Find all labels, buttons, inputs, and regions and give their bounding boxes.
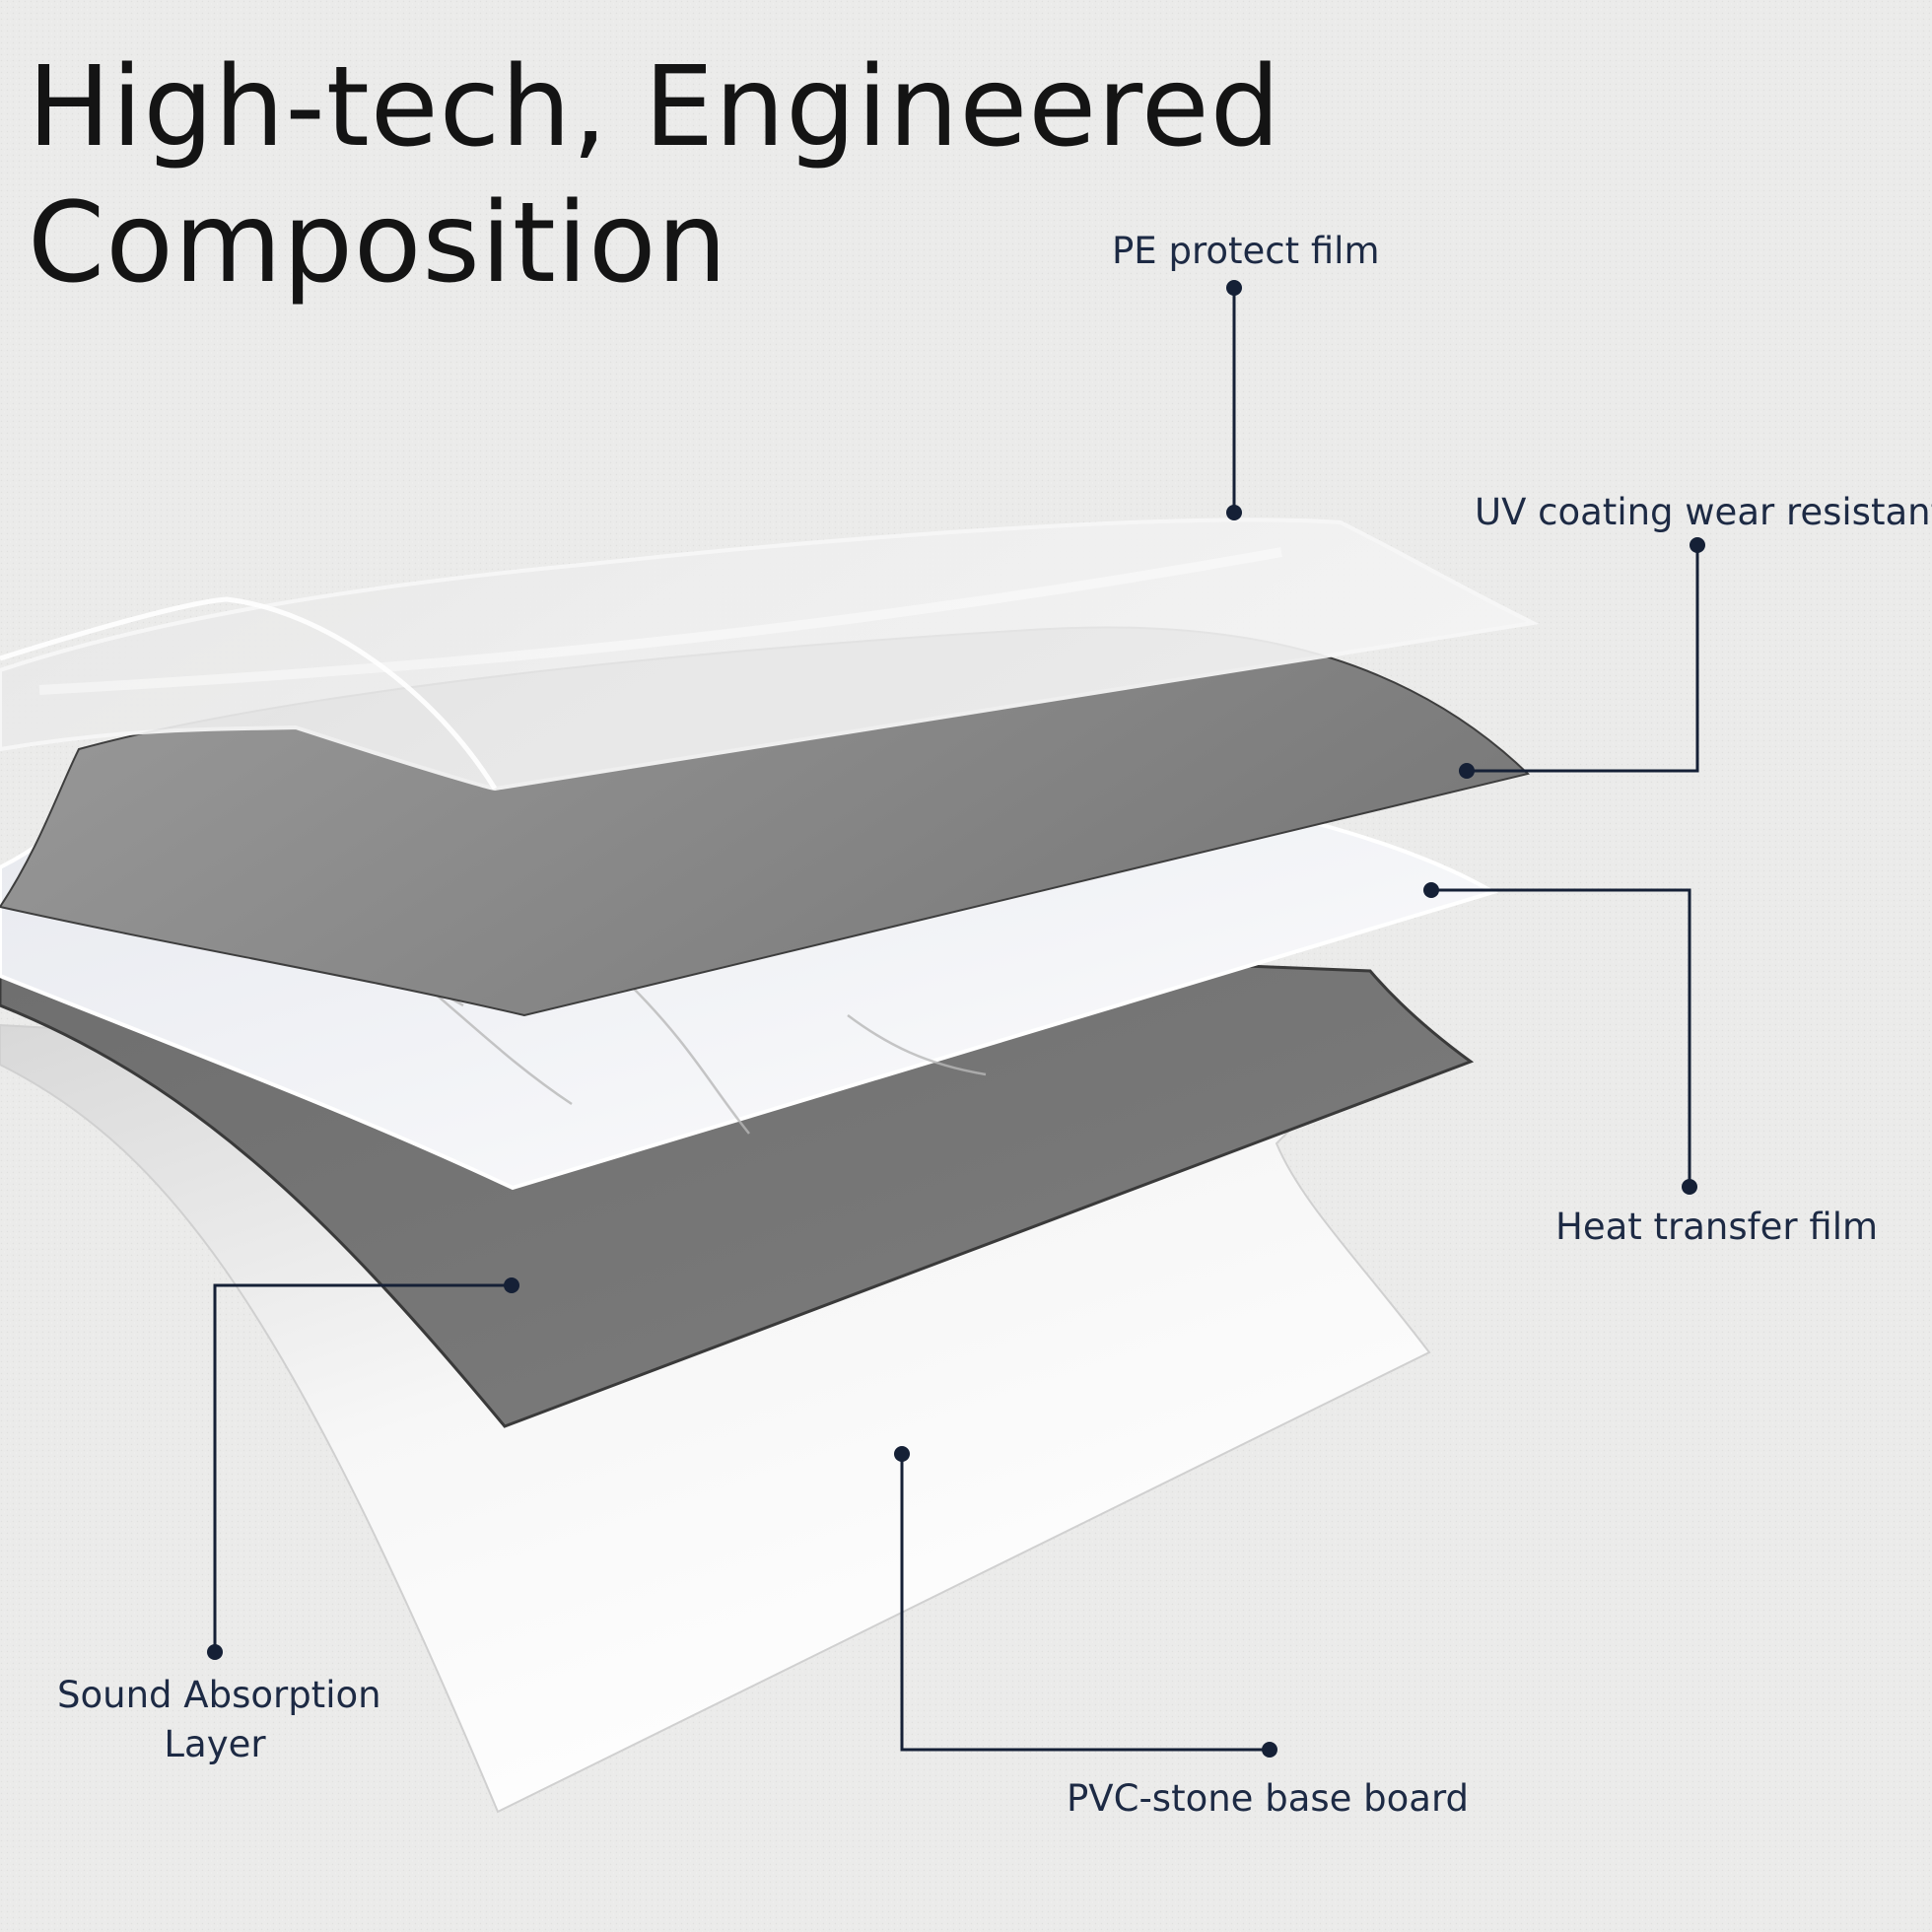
pe-protect-film-layer (0, 518, 1540, 792)
leader-uv (1467, 545, 1699, 773)
leader-sound (213, 1283, 512, 1652)
label-sound-absorption-layer: Sound Absorption Layer (57, 1671, 381, 1769)
label-sound-line-2: Layer (164, 1723, 266, 1765)
leader-dots (207, 280, 1705, 1758)
pe-film-curl (0, 596, 498, 791)
page-title: High-tech, Engineered Composition (28, 39, 1281, 311)
label-uv-coating: UV coating wear resistant (1475, 491, 1932, 533)
label-sound-line-1: Sound Absorption (57, 1674, 381, 1716)
pe-film-highlight (38, 547, 1282, 695)
label-heat-transfer-film: Heat transfer film (1555, 1206, 1879, 1248)
leader-lines (213, 288, 1699, 1752)
title-line-1: High-tech, Engineered (28, 43, 1281, 172)
leader-heat (1431, 888, 1691, 1187)
label-pvc-base-board: PVC-stone base board (1067, 1777, 1470, 1820)
title-line-2: Composition (28, 179, 728, 308)
label-pe-protect-film: PE protect film (1112, 230, 1380, 272)
leader-pvc (900, 1454, 1270, 1752)
